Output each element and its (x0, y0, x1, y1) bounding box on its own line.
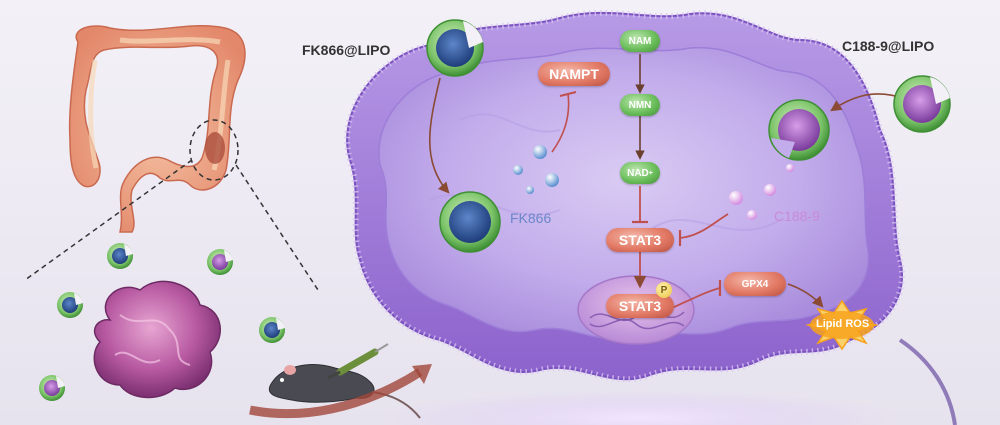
c188-label: C188-9 (774, 208, 820, 224)
zoom-indicator (24, 119, 319, 291)
mouse-arrow (249, 368, 423, 419)
arrow-c188-entry (830, 93, 896, 112)
colon-illustration (68, 24, 246, 233)
lipid-ros-label: Lipid ROS (816, 318, 870, 330)
arrow-fk866-entry (428, 77, 450, 194)
fk866-lipo-inside (439, 191, 501, 253)
outflow-arrow (898, 338, 957, 425)
pstat3-node: STAT3 (606, 294, 674, 318)
c188-lipo-label: C188-9@LIPO (842, 38, 935, 54)
c188-molecules (729, 164, 794, 220)
phosphate-badge: P (656, 282, 672, 298)
fk866-lipo-top (426, 19, 484, 77)
nampt-node: NAMPT (538, 62, 610, 86)
nam-node: NAM (620, 30, 660, 52)
arrow-gpx4-ros (787, 283, 824, 308)
stat3-node: STAT3 (606, 228, 674, 252)
inhibit-pstat3-gpx4 (671, 287, 721, 309)
tumor-cell (93, 280, 221, 399)
fk866-molecules (513, 145, 559, 194)
fk866-lipo-label: FK866@LIPO (302, 42, 391, 58)
lipid-ros-burst (805, 299, 879, 351)
inhibit-c188-stat3 (679, 213, 729, 239)
c188-lipo-top (893, 75, 951, 133)
nad-node: NAD+ (620, 162, 660, 184)
mouse-illustration (268, 343, 421, 419)
fk866-label: FK866 (510, 210, 552, 226)
c188-lipo-inside (768, 99, 830, 161)
arrow-fk866-release (551, 93, 570, 153)
platform-glow (380, 390, 900, 425)
gpx4-node: GPX4 (724, 272, 786, 296)
nad-superscript: + (648, 169, 653, 177)
nmn-node: NMN (620, 94, 660, 116)
small-liposomes (39, 243, 285, 401)
